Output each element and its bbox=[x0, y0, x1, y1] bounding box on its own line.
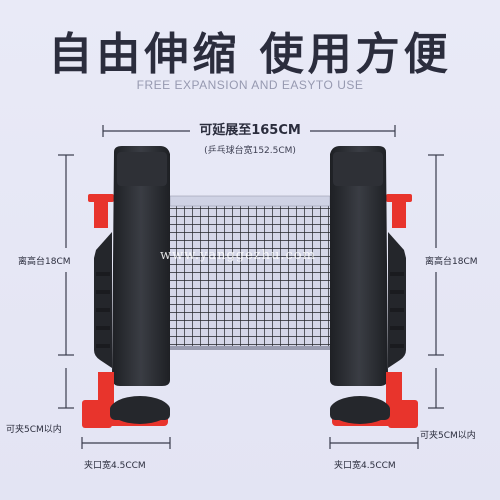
left-post bbox=[82, 146, 170, 428]
table-width-note: (乒乓球台宽152.5CM) bbox=[204, 146, 296, 156]
height-label-left: 离高台18CM bbox=[18, 257, 71, 267]
clamp-range-right: 可夹5CM以内 bbox=[420, 431, 476, 441]
subheadline: FREE EXPANSION AND EASYTO USE bbox=[136, 78, 364, 92]
headline: 自由伸缩 使用方便 bbox=[48, 29, 452, 80]
clamp-range-left: 可夹5CM以内 bbox=[6, 425, 62, 435]
extend-width-label: 可延展至165CM bbox=[199, 123, 301, 138]
height-label-right: 离高台18CM bbox=[425, 257, 478, 267]
right-jaw-dimension bbox=[329, 437, 419, 449]
left-height-dimension bbox=[58, 154, 74, 409]
left-jaw-dimension bbox=[81, 437, 171, 449]
jaw-width-right: 夹口宽4.5CCM bbox=[334, 461, 396, 471]
width-dimension-line bbox=[102, 125, 396, 137]
right-post bbox=[330, 146, 418, 428]
right-height-dimension bbox=[428, 154, 444, 409]
watermark: www.yanggezhu.com bbox=[160, 248, 316, 263]
jaw-width-left: 夹口宽4.5CCM bbox=[84, 461, 146, 471]
net-mesh bbox=[169, 195, 331, 350]
